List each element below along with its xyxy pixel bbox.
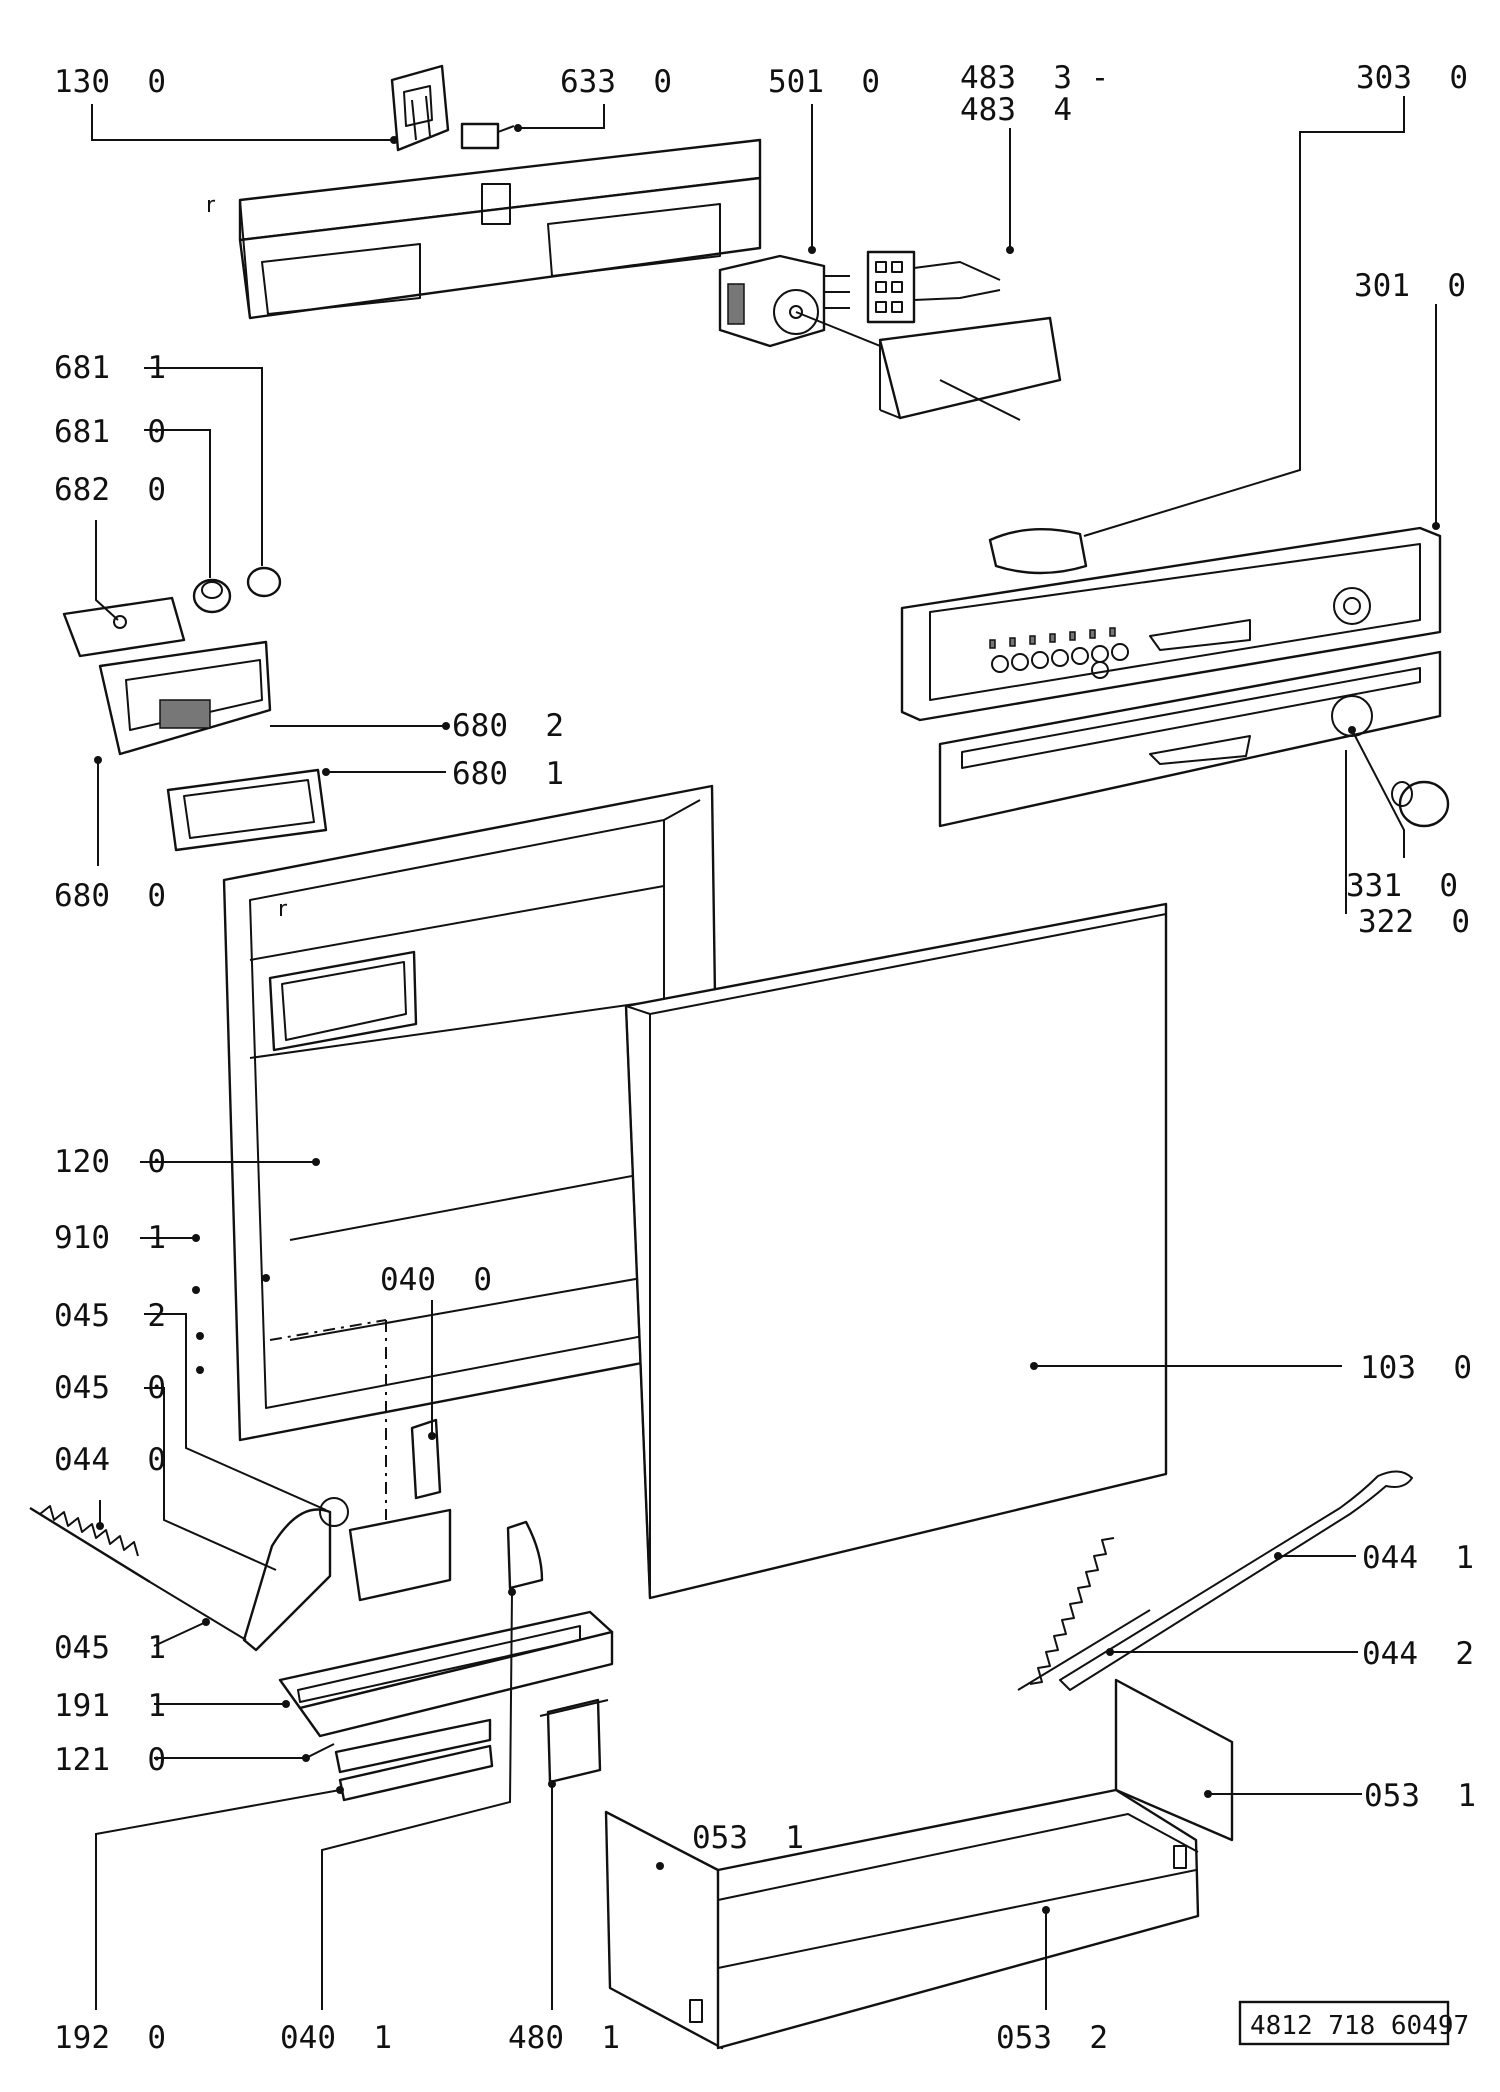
label-044-2: 044 2 [1362, 1636, 1474, 1672]
marker-r-top: r [206, 193, 216, 218]
part-labels: 130 0 633 0 501 0 483 3 - 483 4 303 0 30… [54, 60, 1476, 2056]
bottom-rail-part-191 [278, 1610, 614, 1738]
strip-part-121 [334, 1718, 492, 1774]
label-633-0: 633 0 [560, 64, 672, 100]
microswitch-part-633 [460, 122, 515, 150]
label-130-0: 130 0 [54, 64, 166, 100]
label-483-3: 483 3 - [960, 60, 1109, 96]
label-192-0: 192 0 [54, 2020, 166, 2056]
label-053-1-right: 053 1 [1364, 1778, 1476, 1814]
connector-part-483 [866, 250, 1001, 324]
spring-part-044 [29, 1505, 247, 1641]
label-681-1: 681 1 [54, 350, 166, 386]
label-044-0: 044 0 [54, 1442, 166, 1478]
label-103-0: 103 0 [1360, 1350, 1472, 1386]
label-331-0: 331 0 [1346, 868, 1458, 904]
label-682-0: 682 0 [54, 472, 166, 508]
timer-part-501 [718, 254, 891, 351]
marker-r-door: r [278, 897, 288, 922]
gasket-part-680-1 [166, 768, 328, 852]
label-483-4: 483 4 [960, 92, 1072, 128]
bracket-part-130 [390, 64, 450, 152]
clip-part-480 [539, 1698, 609, 1784]
label-045-1: 045 1 [54, 1630, 166, 1666]
label-120-0: 120 0 [54, 1144, 166, 1180]
label-480-1: 480 1 [508, 2020, 620, 2056]
guide-part-040-1 [506, 1520, 544, 1590]
hinge-bracket-part-040 [269, 1319, 452, 1602]
cap-part-681 [192, 578, 232, 614]
label-680-2: 680 2 [452, 708, 564, 744]
timer-bracket-part [878, 316, 1062, 421]
label-045-0: 045 0 [54, 1370, 166, 1406]
label-301-0: 301 0 [1354, 268, 1466, 304]
control-panel-part-303 [900, 526, 1442, 722]
label-322-0: 322 0 [1358, 904, 1470, 940]
inner-door-part-120 [222, 784, 722, 1442]
rod-part-044-1 [1059, 1470, 1413, 1691]
spring-part-044-2 [1017, 1537, 1151, 1691]
outer-door-part-103 [624, 902, 1168, 1600]
label-910-1: 910 1 [54, 1220, 166, 1256]
seal-ring-part-681-1 [246, 566, 282, 598]
label-680-0: 680 0 [54, 878, 166, 914]
label-680-1: 680 1 [452, 756, 564, 792]
label-053-2: 053 2 [996, 2020, 1108, 2056]
label-121-0: 121 0 [54, 1742, 166, 1778]
label-303-0: 303 0 [1356, 60, 1468, 96]
label-040-1: 040 1 [280, 2020, 392, 2056]
label-045-2: 045 2 [54, 1298, 166, 1334]
label-044-1: 044 1 [1362, 1540, 1474, 1576]
top-rail-part [238, 138, 762, 320]
label-053-1-inner: 053 1 [692, 1820, 804, 1856]
profile-part-192 [338, 1744, 494, 1802]
label-040-0: 040 0 [380, 1262, 492, 1298]
dispenser-part-680 [62, 596, 272, 756]
hinge-arm-part-045 [242, 1497, 349, 1652]
label-191-1: 191 1 [54, 1688, 166, 1724]
handle-part-301 [988, 528, 1088, 575]
document-code-box: 4812 718 60497 [1238, 2000, 1469, 2046]
leader-lines [91, 96, 1437, 2010]
document-code: 4812 718 60497 [1250, 2011, 1469, 2041]
leader-dots [94, 124, 1440, 1914]
label-501-0: 501 0 [768, 64, 880, 100]
plinth-part-053 [604, 1678, 1234, 2050]
fascia-panel-part-322 [938, 650, 1442, 828]
knob-part-331 [1391, 780, 1450, 828]
label-681-0: 681 0 [54, 414, 166, 450]
